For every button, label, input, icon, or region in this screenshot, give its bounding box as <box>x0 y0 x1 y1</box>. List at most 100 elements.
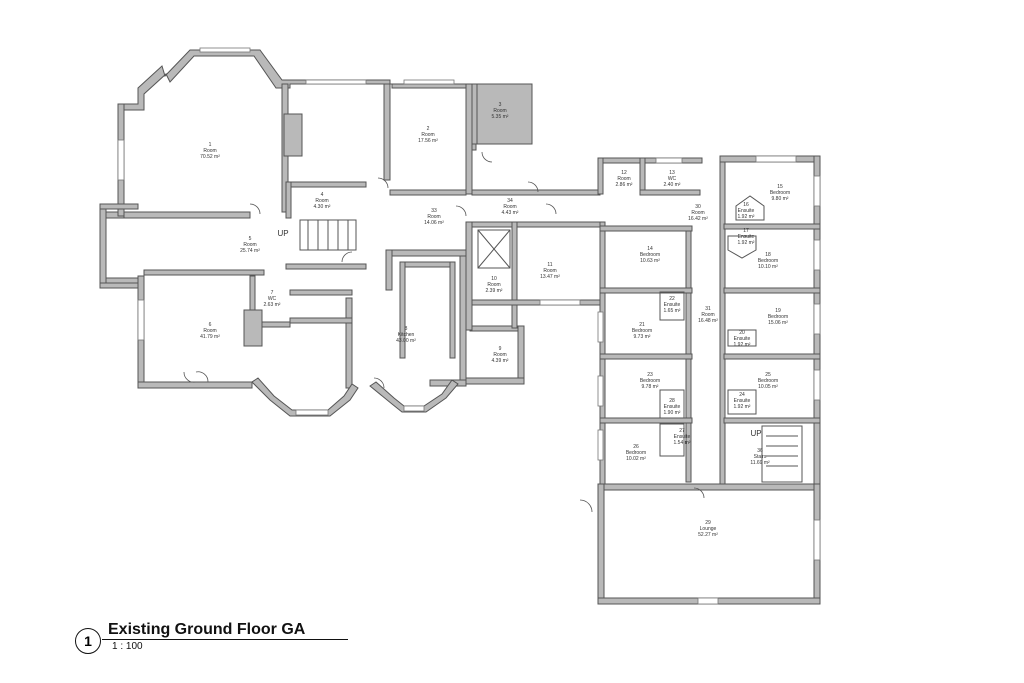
wall-room4 <box>285 181 367 188</box>
wall-rw-r2 <box>723 287 821 294</box>
ensuite-20 <box>727 329 757 347</box>
stairs-left <box>299 219 357 251</box>
wall-room10-b <box>471 299 605 306</box>
wall-rw-r4 <box>723 417 821 424</box>
wall-rw-r1 <box>723 223 821 230</box>
wall-lounge-top <box>597 483 821 491</box>
wall-kitchen-left <box>385 249 393 291</box>
wall-kitchen-top <box>385 249 467 257</box>
bay-window-kitchen <box>369 379 459 413</box>
wall-12-13 <box>639 157 646 195</box>
wall-room6-right <box>345 297 353 389</box>
drawing-callout: 1 <box>75 628 101 654</box>
left-wing-walls <box>99 49 606 417</box>
wall-room1-bottom <box>123 211 251 219</box>
wall-rw-h1 <box>599 225 693 232</box>
wall-room9-r <box>517 325 525 383</box>
stair-up-left: UP <box>277 229 288 238</box>
wall-kitchen-right <box>459 255 467 387</box>
windows <box>117 47 821 561</box>
wall-hall-mid <box>285 263 367 270</box>
ensuite-22 <box>659 291 685 321</box>
wall-rw-h4 <box>599 417 693 424</box>
wall-chimney-1 <box>283 113 303 157</box>
wall-room9-b <box>465 377 525 385</box>
wall-kitchen-inner <box>399 261 455 268</box>
ensuite-17 <box>727 235 757 259</box>
wall-lounge-left <box>597 483 605 605</box>
wall-room10 <box>465 221 473 331</box>
wall-west-porch <box>99 203 107 289</box>
drawing-scale: 1 : 100 <box>112 641 143 652</box>
wall-room2-left <box>383 83 391 181</box>
wall-chimney-6 <box>243 309 263 347</box>
title-underline <box>102 639 348 640</box>
wall-kitchen-inner3 <box>449 261 456 359</box>
wall-rw-left-12 <box>597 157 604 195</box>
wall-13-b <box>639 189 701 196</box>
wall-link-top <box>471 189 601 196</box>
stairs-36 <box>761 425 803 483</box>
lounge-door <box>697 597 719 605</box>
wall-south-room6 <box>137 381 253 389</box>
wall-corr-left <box>289 289 353 296</box>
wall-room3-left <box>471 83 478 145</box>
wall-room2-bottom <box>389 189 467 196</box>
wall-rw-corr-r <box>719 161 726 491</box>
wall-kitchen-inner2 <box>399 261 406 359</box>
drawing-callout-number: 1 <box>84 633 92 649</box>
ensuite-24 <box>727 389 757 415</box>
drawing-title: Existing Ground Floor GA <box>108 621 306 638</box>
wall-rw-r3 <box>723 353 821 360</box>
door-swings <box>183 151 705 513</box>
wall-room5-bottom <box>143 269 265 276</box>
wall-link-bottom <box>471 221 601 228</box>
stair-up-right: UP <box>750 429 761 438</box>
wall-room2-right <box>465 83 473 195</box>
wall-rw-h2 <box>599 287 693 294</box>
lift-shaft <box>477 229 511 269</box>
wall-porch-top <box>99 203 139 210</box>
ensuite-16 <box>735 195 765 221</box>
ensuite-27 <box>659 423 685 457</box>
bay-window-room6 <box>251 377 359 417</box>
wall-room10-r <box>511 221 518 329</box>
ensuite-28 <box>659 389 685 419</box>
